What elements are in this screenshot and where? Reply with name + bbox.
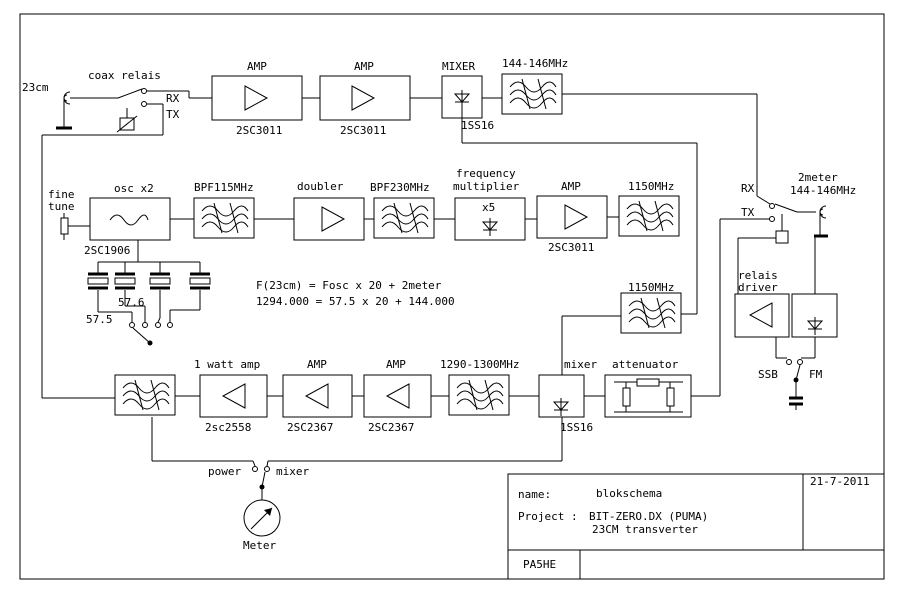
relais-driver-block <box>734 293 790 338</box>
tx-lo-1150-label: 1150MHz <box>628 281 674 294</box>
meter-label: Meter <box>243 539 276 552</box>
crystal-bank <box>87 240 211 346</box>
tx-band-filter-label: 1290-1300MHz <box>440 358 519 371</box>
tx-mixer-part: 1SS16 <box>560 421 593 434</box>
coax-relay-switch <box>116 88 147 133</box>
rx-mixer-part: 1SS16 <box>461 119 494 132</box>
ssb-label: SSB <box>758 368 778 381</box>
formula-line-1: F(23cm) = Fosc x 20 + 2meter <box>256 279 442 292</box>
tx-amp3-block <box>363 374 432 418</box>
tx-lo-1150-filter <box>620 292 682 334</box>
fine-tune-label-1: fine <box>48 188 75 201</box>
rx-amp2-label: AMP <box>354 60 374 73</box>
fm-label: FM <box>809 368 823 381</box>
title-project-value: BIT-ZERO.DX (PUMA) <box>589 510 708 523</box>
title-block <box>507 473 885 580</box>
power-label: power <box>208 465 241 478</box>
tx-amp3-part: 2SC2367 <box>368 421 414 434</box>
pa-label: 1 watt amp <box>194 358 260 371</box>
attenuator-label: attenuator <box>612 358 679 371</box>
meter-selector-switch <box>252 466 270 500</box>
title-name-value: blokschema <box>596 487 662 500</box>
lo-1150-filter <box>618 195 680 237</box>
bpf-115-filter <box>193 197 255 239</box>
attenuator-block <box>604 374 692 418</box>
bpf-230-label: BPF230MHz <box>370 181 430 194</box>
bpf-230-filter <box>373 197 435 239</box>
antenna-23cm-label: 23cm <box>22 81 49 94</box>
mixer-select-label: mixer <box>276 465 309 478</box>
bpf-115-label: BPF115MHz <box>194 181 254 194</box>
tx-amp2-label: AMP <box>307 358 327 371</box>
rx-mixer-label: MIXER <box>442 60 475 73</box>
rx2-label: RX <box>741 182 755 195</box>
antenna-23cm <box>56 91 72 130</box>
multiplier-factor: x5 <box>482 201 495 214</box>
meter-icon <box>243 499 281 537</box>
multiplier-label-2: multiplier <box>453 180 520 193</box>
transceiver-relay-switch <box>769 203 816 244</box>
doubler-block <box>293 197 365 241</box>
tx-amp2-block <box>282 374 353 418</box>
tx2-label: TX <box>741 206 755 219</box>
relais-label-1: relais <box>738 269 778 282</box>
rx-if-filter <box>501 73 563 115</box>
osc-part: 2SC1906 <box>84 244 130 257</box>
rx-if-filter-label: 144-146MHz <box>502 57 568 70</box>
pa-part: 2sc2558 <box>205 421 251 434</box>
tx-band-filter <box>448 374 510 416</box>
attenuator-network <box>614 378 683 413</box>
rx-amp2-part: 2SC3011 <box>340 124 386 137</box>
rx-amp1-block <box>211 75 303 121</box>
lo-amp-label: AMP <box>561 180 581 193</box>
formula-line-2: 1294.000 = 57.5 x 20 + 144.000 <box>256 295 455 308</box>
lo-amp-block <box>536 195 608 239</box>
title-project-label: Project : <box>518 510 578 523</box>
title-project-sub: 23CM transverter <box>592 523 698 536</box>
lo-amp-part: 2SC3011 <box>548 241 594 254</box>
fine-tune-label-2: tune <box>48 200 75 213</box>
ssb-fm-switch <box>786 359 803 410</box>
lo-1150-label: 1150MHz <box>628 180 674 193</box>
antenna-2m-label: 2meter <box>798 171 838 184</box>
rx-amp1-part: 2SC3011 <box>236 124 282 137</box>
rx-label: RX <box>166 92 180 105</box>
tx-amp2-part: 2SC2367 <box>287 421 333 434</box>
crystal-label-1: 57.5 <box>86 313 113 326</box>
outer-frame <box>19 13 885 580</box>
crystal-label-2: 57.6 <box>118 296 145 309</box>
antenna-2m <box>814 205 828 238</box>
oscillator-block <box>89 197 171 241</box>
antenna-2m-freq: 144-146MHz <box>790 184 856 197</box>
tx-mixer-label: mixer <box>564 358 597 371</box>
tx-amp3-label: AMP <box>386 358 406 371</box>
relais-label-2: driver <box>738 281 778 294</box>
rx-amp1-label: AMP <box>247 60 267 73</box>
pa-block <box>199 374 268 418</box>
title-date: 21-7-2011 <box>810 475 870 488</box>
title-name-label: name: <box>518 488 551 501</box>
coax-relais-label: coax relais <box>88 69 161 82</box>
rx-amp2-block <box>319 75 411 121</box>
doubler-label: doubler <box>297 180 344 193</box>
fm-detector-block <box>791 293 838 338</box>
osc-label: osc x2 <box>114 182 154 195</box>
fine-tune-varactor <box>60 213 90 240</box>
multiplier-label-1: frequency <box>456 167 516 180</box>
tx-output-filter <box>114 374 176 416</box>
title-author: PA5HE <box>523 558 556 571</box>
tx-label: TX <box>166 108 180 121</box>
